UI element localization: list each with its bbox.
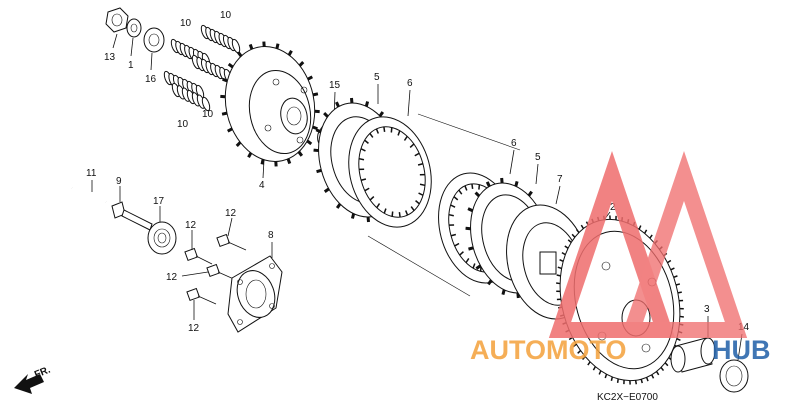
callout-17: 17 [153,196,165,207]
callout-12-a: 12 [225,208,237,219]
callout-3: 3 [704,304,710,315]
front-direction-label: FR. [33,364,52,380]
callout-1: 1 [128,60,134,71]
front-direction-arrow: FR. [14,364,52,394]
callout-5-top: 5 [374,72,380,83]
callout-12-c: 12 [166,272,178,283]
watermark-text-orange: AUTOMOTO [470,335,627,365]
bolt-12-b [184,230,213,265]
callout-12-d: 12 [188,323,200,334]
callout-16: 16 [145,74,157,85]
callout-14: 14 [738,322,750,333]
callout-10-d: 10 [177,119,189,130]
callout-5-low: 5 [535,152,541,163]
spring-coil [163,70,205,100]
clutch-plate-top [348,89,432,228]
thrust-washer-14 [719,333,749,393]
watermark-text-blue: HUB [712,335,771,365]
callout-15: 15 [329,80,341,91]
collar-3 [670,316,716,373]
spring-coil [200,24,241,54]
bolt-11 [71,180,107,203]
bolt-12-c [181,263,237,281]
spring-coil [171,82,211,112]
callout-10-a: 10 [180,18,192,29]
bolt-12-d [186,287,217,320]
callout-2: 2 [610,202,616,213]
watermark: AUTOMOTO HUB [470,150,771,365]
pressure-plate [220,41,320,179]
nut-13 [105,7,129,49]
lifter-plate-8 [227,242,283,333]
callout-6-low: 6 [511,138,517,149]
washer-16 [143,27,165,71]
watermark-triangles [548,150,748,338]
spring-coil [191,54,233,84]
lifter-rod-9 [111,186,153,231]
callout-7: 7 [557,174,563,185]
callout-10-b: 10 [220,10,232,21]
callout-4: 4 [259,180,265,191]
diagram-code: KC2X−E0700 [597,392,658,403]
callout-9: 9 [116,176,122,187]
callout-13: 13 [104,52,116,63]
spring-top [163,24,241,112]
callout-6-top: 6 [407,78,413,89]
callout-12-b: 12 [185,220,197,231]
callout-10-c: 10 [202,109,214,120]
washer-1 [126,18,142,57]
bearing-17 [147,206,177,255]
callout-8: 8 [268,230,274,241]
callout-11: 11 [86,168,97,179]
bolt-12-a [216,217,247,251]
